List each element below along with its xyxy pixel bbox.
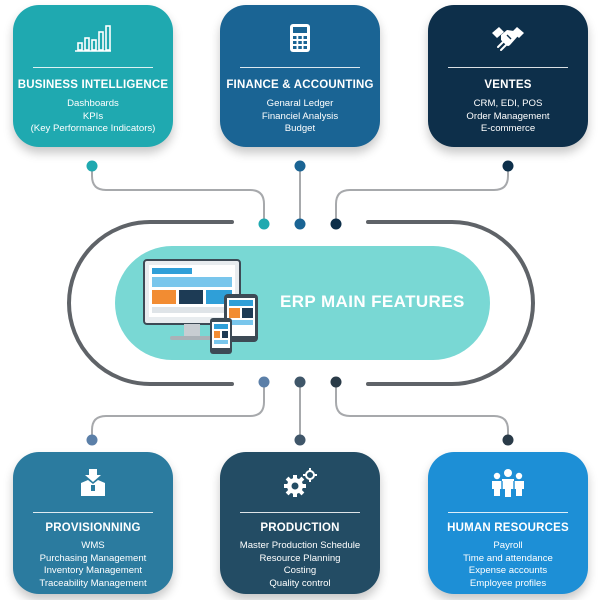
card-lines: Dashboards KPIs (Key Performance Indicat… (15, 98, 171, 136)
card-line: Employee profiles (469, 577, 547, 589)
card-production: PRODUCTION Master Production Schedule Re… (220, 452, 380, 594)
card-title: HUMAN RESOURCES (447, 522, 569, 534)
card-lines: CRM, EDI, POS Order Management E-commerc… (430, 98, 586, 136)
card-line: Financiel Analysis (261, 110, 339, 122)
card-line: Payroll (493, 540, 523, 551)
gears-icon (220, 466, 380, 500)
card-line: E-commerce (480, 123, 536, 134)
card-line: Traceability Management (39, 577, 147, 589)
people-icon (428, 466, 588, 500)
dot-hr-center (330, 376, 342, 388)
dot-provisionning-card (86, 434, 98, 446)
card-line: Inventory Management (43, 565, 143, 576)
card-line: Dashboards (67, 98, 119, 109)
bar-chart-icon (13, 21, 173, 55)
connector-ventes (335, 166, 509, 224)
dot-production-center (294, 376, 306, 388)
dot-hr-card (502, 434, 514, 446)
connector-bi (91, 166, 265, 224)
card-line: Budget (284, 123, 316, 134)
card-divider (448, 512, 568, 513)
card-line: Resource Planning (259, 552, 341, 564)
card-line: Order Management (466, 110, 550, 122)
card-title: BUSINESS INTELLIGENCE (17, 79, 169, 91)
card-divider (33, 512, 153, 513)
card-title: FINANCE & ACCOUNTING (226, 79, 374, 91)
dot-ventes-center (330, 218, 342, 230)
dot-bi-center (258, 218, 270, 230)
card-title: PRODUCTION (260, 522, 340, 534)
dot-ventes-card (502, 160, 514, 172)
card-title: PROVISIONNING (45, 522, 141, 534)
card-business-intelligence: BUSINESS INTELLIGENCE Dashboards KPIs (K… (13, 5, 173, 147)
connector-provisionning (91, 382, 265, 440)
card-lines: WMS Purchasing Management Inventory Mana… (15, 540, 171, 590)
card-divider (240, 67, 360, 68)
card-line: Time and attendance (463, 552, 553, 564)
card-lines: Payroll Time and attendance Expense acco… (430, 540, 586, 590)
devices-illustration (143, 259, 258, 354)
card-line: Genaral Ledger (266, 98, 334, 109)
card-divider (240, 512, 360, 513)
card-line: CRM, EDI, POS (473, 98, 543, 109)
card-provisionning: PROVISIONNING WMS Purchasing Management … (13, 452, 173, 594)
card-title: VENTES (484, 79, 532, 91)
handshake-icon (428, 21, 588, 55)
card-divider (448, 67, 568, 68)
center-title: ERP MAIN FEATURES (280, 292, 465, 311)
card-line: Master Production Schedule (239, 540, 361, 551)
card-line: KPIs (82, 110, 104, 122)
card-line: WMS (81, 540, 105, 551)
card-line: Quality control (269, 577, 331, 589)
dot-provisionning-center (258, 376, 270, 388)
card-divider (33, 67, 153, 68)
card-lines: Master Production Schedule Resource Plan… (222, 540, 378, 590)
card-ventes: VENTES CRM, EDI, POS Order Management E-… (428, 5, 588, 147)
card-line: Expense accounts (468, 565, 548, 576)
right-arc (366, 220, 535, 386)
box-arrow-icon (13, 466, 173, 500)
dot-finance-card (294, 160, 306, 172)
calculator-icon (220, 21, 380, 55)
left-arc (67, 220, 234, 386)
dot-bi-card (86, 160, 98, 172)
card-line: Costing (283, 565, 317, 576)
card-lines: Genaral Ledger Financiel Analysis Budget (222, 98, 378, 136)
card-line: (Key Performance Indicators) (30, 123, 156, 134)
card-human-resources: HUMAN RESOURCES Payroll Time and attenda… (428, 452, 588, 594)
dot-production-card (294, 434, 306, 446)
card-finance-accounting: FINANCE & ACCOUNTING Genaral Ledger Fina… (220, 5, 380, 147)
dot-finance-center (294, 218, 306, 230)
card-line: Purchasing Management (39, 552, 147, 564)
connector-hr (335, 382, 509, 440)
